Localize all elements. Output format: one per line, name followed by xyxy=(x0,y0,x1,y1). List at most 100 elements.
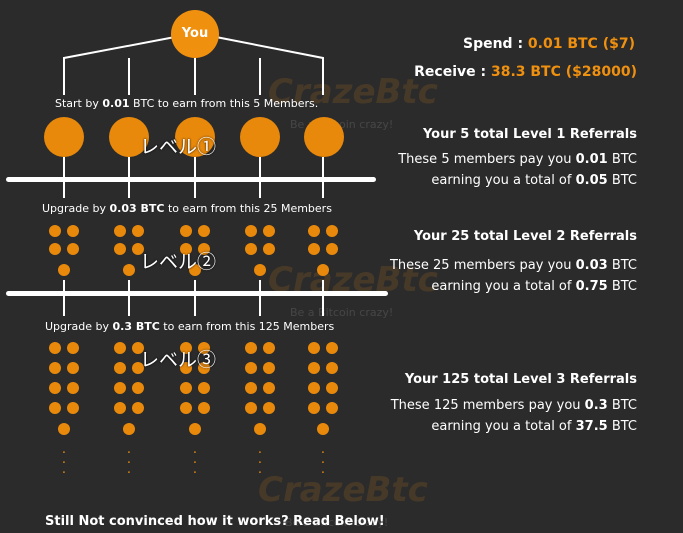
level-2-pay: These 25 members pay you 0.03 BTC xyxy=(389,258,637,273)
level-3-node xyxy=(308,402,320,414)
level-3-node xyxy=(198,402,210,414)
watermark-tagline: Be a Bitcoin crazy! xyxy=(290,306,394,319)
level-3-node xyxy=(245,342,257,354)
level-1-heading: Your 5 total Level 1 Referrals xyxy=(422,127,637,142)
level-3-node xyxy=(114,342,126,354)
level-1-caption: Start by 0.01 BTC to earn from this 5 Me… xyxy=(55,97,319,110)
ellipsis-dot: . xyxy=(126,442,132,457)
level-2-node xyxy=(263,243,275,255)
ellipsis-dot: . xyxy=(192,452,198,467)
ellipsis-dot: . xyxy=(61,452,67,467)
level-2-node xyxy=(263,225,275,237)
level-3-node xyxy=(263,382,275,394)
ellipsis-dot: . xyxy=(61,462,67,477)
level-3-node xyxy=(67,402,79,414)
level-3-node xyxy=(308,362,320,374)
level-3-node xyxy=(317,423,329,435)
ellipsis-dot: . xyxy=(257,462,263,477)
ellipsis-dot: . xyxy=(320,442,326,457)
level-2-node xyxy=(114,225,126,237)
level-2-node xyxy=(245,243,257,255)
level-3-node xyxy=(198,362,210,374)
level-3-node xyxy=(326,362,338,374)
ellipsis-dot: . xyxy=(192,462,198,477)
ellipsis-dot: . xyxy=(320,452,326,467)
level-3-node xyxy=(198,342,210,354)
level-3-node xyxy=(132,402,144,414)
level-2-node xyxy=(49,243,61,255)
level-3-node xyxy=(245,382,257,394)
level-3-node xyxy=(180,382,192,394)
level-3-node xyxy=(67,362,79,374)
level-3-pay: These 125 members pay you 0.3 BTC xyxy=(390,398,637,413)
level-3-node xyxy=(180,362,192,374)
level-1-node xyxy=(44,117,84,157)
receive-line: Receive : 38.3 BTC ($28000) xyxy=(414,64,637,80)
level-2-node xyxy=(326,225,338,237)
level-3-node xyxy=(49,342,61,354)
level-2-node xyxy=(49,225,61,237)
level-2-divider xyxy=(6,291,388,296)
level-3-node xyxy=(263,342,275,354)
level-1-node xyxy=(175,117,215,157)
level-2-node xyxy=(326,243,338,255)
level-3-node xyxy=(132,362,144,374)
level-3-node xyxy=(49,402,61,414)
level-3-node xyxy=(123,423,135,435)
level-3-node xyxy=(132,382,144,394)
level-3-node xyxy=(326,382,338,394)
root-label: You xyxy=(181,26,209,41)
level-1-pay: These 5 members pay you 0.01 BTC xyxy=(398,152,637,167)
level-3-node xyxy=(263,402,275,414)
watermark-logo: CrazeBtc xyxy=(258,470,428,510)
level-2-node xyxy=(254,264,266,276)
level-2-node xyxy=(132,243,144,255)
level-2-node xyxy=(198,243,210,255)
level-1-mark: レベル① xyxy=(140,136,217,158)
level-2-node xyxy=(67,225,79,237)
level-1-divider xyxy=(6,177,376,182)
level-3-node xyxy=(58,423,70,435)
level-2-node xyxy=(123,264,135,276)
ellipsis-dot: . xyxy=(192,442,198,457)
level-2-node xyxy=(67,243,79,255)
root-node xyxy=(171,10,219,58)
level-3-node xyxy=(49,362,61,374)
level-2-node xyxy=(114,243,126,255)
level-3-node xyxy=(308,382,320,394)
level-2-node xyxy=(308,243,320,255)
level-3-earn: earning you a total of 37.5 BTC xyxy=(431,419,637,434)
level-3-node xyxy=(198,382,210,394)
level-3-node xyxy=(114,382,126,394)
level-1-node xyxy=(109,117,149,157)
level-3-node xyxy=(254,423,266,435)
level-3-node xyxy=(114,402,126,414)
level-3-node xyxy=(180,342,192,354)
level-2-node xyxy=(180,225,192,237)
level-3-mark: レベル③ xyxy=(140,349,217,371)
level-3-node xyxy=(180,402,192,414)
level-3-node xyxy=(67,382,79,394)
level-3-node xyxy=(245,402,257,414)
ellipsis-dot: . xyxy=(257,452,263,467)
ellipsis-dot: . xyxy=(126,462,132,477)
ellipsis-dot: . xyxy=(61,442,67,457)
ellipsis-dot: . xyxy=(257,442,263,457)
level-3-node xyxy=(326,342,338,354)
level-3-node xyxy=(263,362,275,374)
level-2-node xyxy=(58,264,70,276)
level-2-node xyxy=(198,225,210,237)
level-2-heading: Your 25 total Level 2 Referrals xyxy=(413,229,637,244)
level-2-node xyxy=(308,225,320,237)
level-2-node xyxy=(189,264,201,276)
level-3-heading: Your 125 total Level 3 Referrals xyxy=(404,372,637,387)
level-2-node xyxy=(180,243,192,255)
level-2-node xyxy=(245,225,257,237)
spend-line: Spend : 0.01 BTC ($7) xyxy=(462,36,635,52)
watermark-tagline: Be a Bitcoin crazy! xyxy=(285,516,389,529)
level-2-node xyxy=(132,225,144,237)
level-3-node xyxy=(67,342,79,354)
level-3-node xyxy=(189,423,201,435)
level-2-node xyxy=(317,264,329,276)
level-2-caption: Upgrade by 0.03 BTC to earn from this 25… xyxy=(42,202,332,215)
